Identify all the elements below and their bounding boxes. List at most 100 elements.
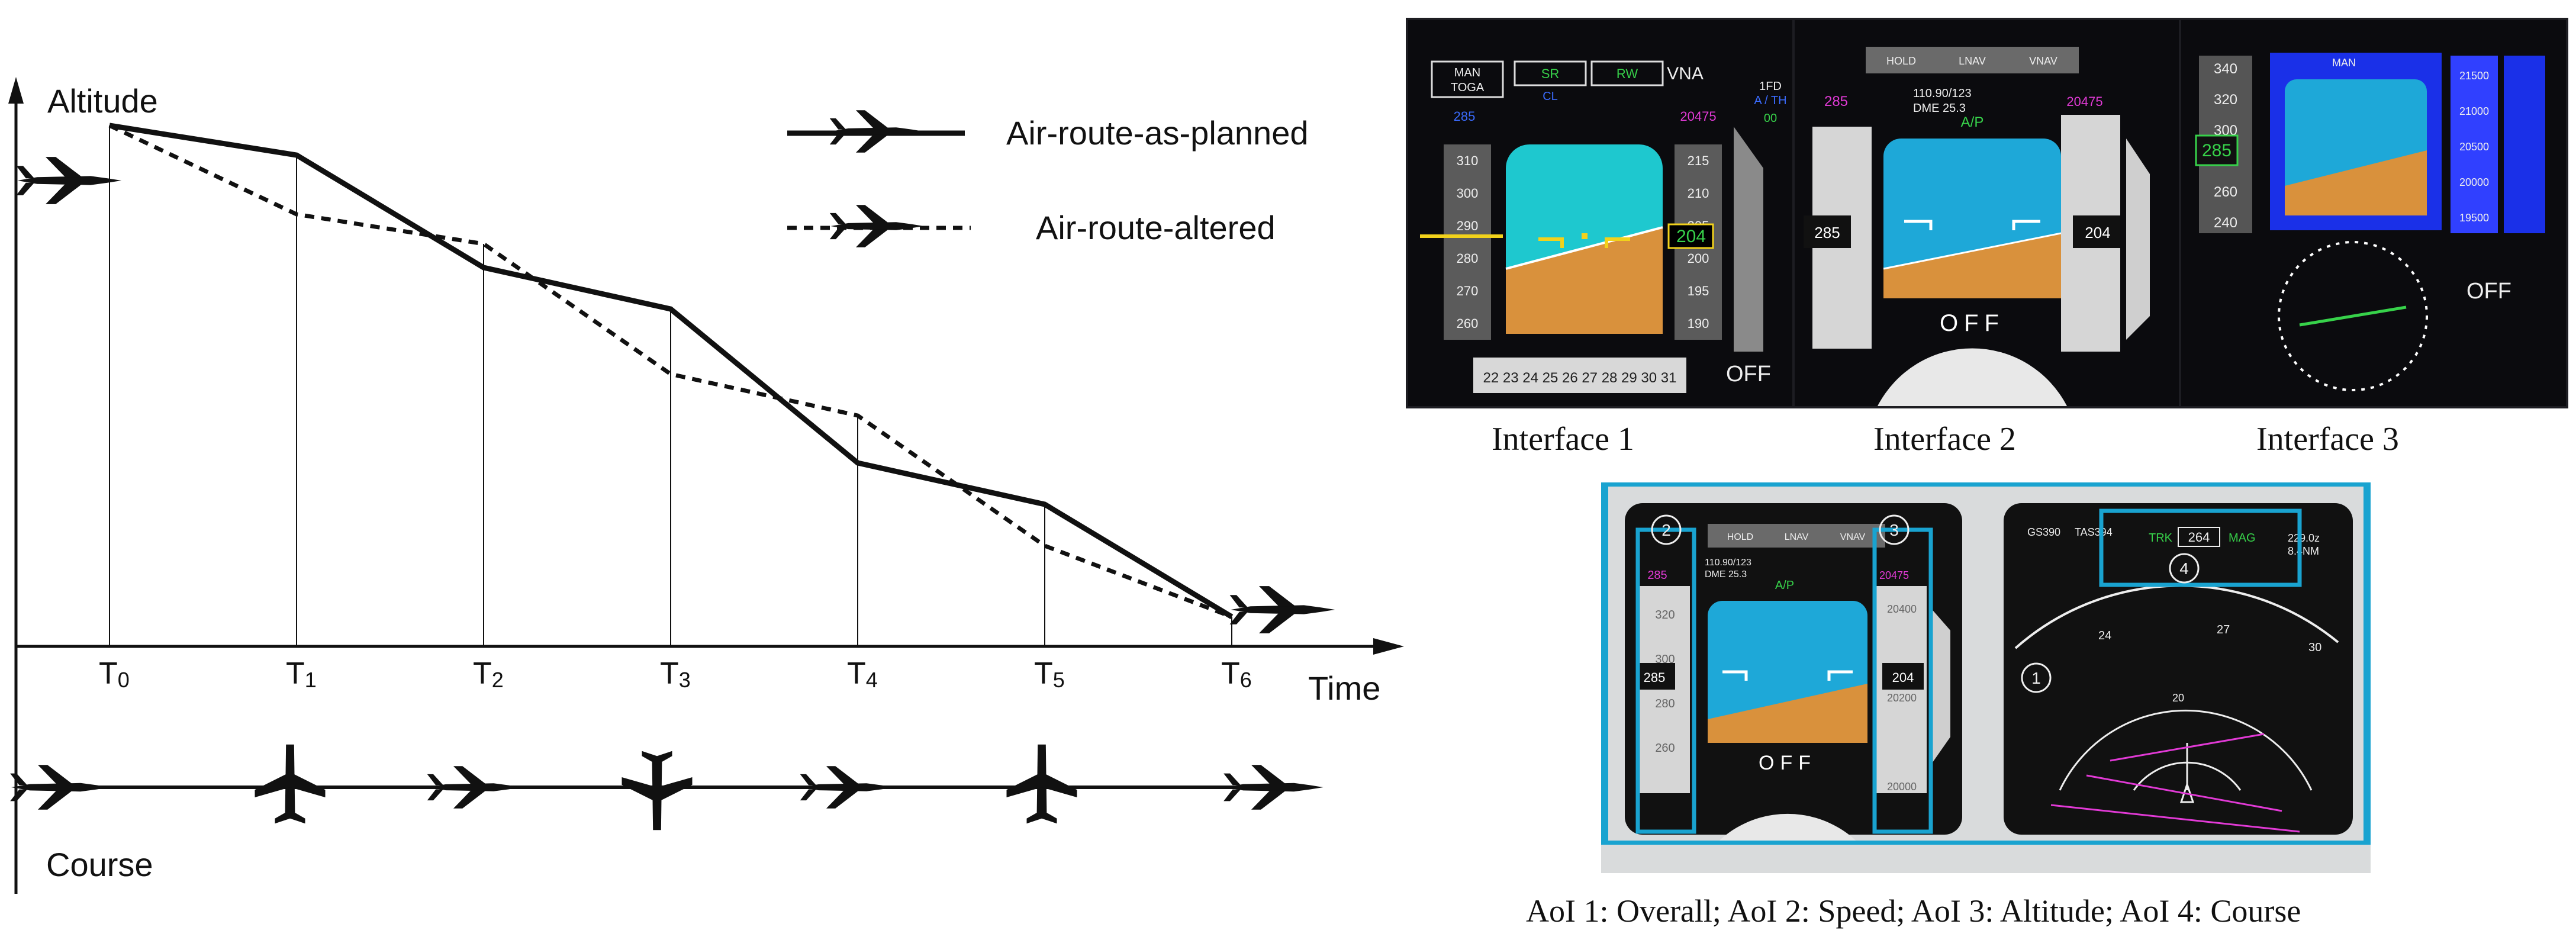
tape-label: 300 bbox=[1457, 186, 1479, 201]
svg-text:20475: 20475 bbox=[1879, 569, 1909, 581]
course-plane-icon bbox=[255, 744, 326, 824]
course-plane-icon bbox=[800, 766, 894, 809]
svg-text:110.90/123: 110.90/123 bbox=[1705, 558, 1751, 568]
tape-label: 190 bbox=[1688, 316, 1709, 331]
svg-text:TRK: TRK bbox=[2149, 532, 2173, 545]
time-tick-label: T0 bbox=[99, 656, 130, 692]
tape-label: 200 bbox=[1688, 251, 1709, 266]
tape-label: 280 bbox=[1457, 251, 1479, 266]
svg-text:TOGA: TOGA bbox=[1451, 81, 1485, 94]
tape-label: 21500 bbox=[2459, 70, 2489, 82]
interface-3-panel: 340320300280260240 285 MAN 2150021000205… bbox=[2179, 18, 2568, 408]
tape-label: 21000 bbox=[2459, 105, 2489, 117]
svg-text:HOLD: HOLD bbox=[1727, 532, 1753, 542]
aoi-3-frame bbox=[1872, 527, 1933, 834]
tape-label: 270 bbox=[1457, 284, 1479, 298]
off-label: OFF bbox=[2466, 279, 2511, 304]
time-tick-label: T1 bbox=[286, 656, 317, 692]
off-label: OFF bbox=[1940, 310, 2005, 336]
sel-alt: 20475 bbox=[2066, 94, 2102, 109]
x-axis-label: Time bbox=[1308, 669, 1380, 707]
tape-label: 210 bbox=[1688, 186, 1709, 201]
tape-label: 320 bbox=[1655, 609, 1675, 622]
sel-alt: 20475 bbox=[1680, 109, 1716, 124]
legend-planned-label: Air-route-as-planned bbox=[1006, 114, 1308, 152]
legend-plane-icon bbox=[829, 110, 924, 153]
svg-text:27: 27 bbox=[2217, 623, 2230, 636]
svg-text:TAS394: TAS394 bbox=[2075, 526, 2113, 538]
svg-text:4: 4 bbox=[2179, 559, 2189, 578]
x-axis-arrow bbox=[1373, 638, 1404, 655]
interface-2-panel: HOLD LNAV VNAV 110.90/123 DME 25.3 A/P 2… bbox=[1792, 18, 2184, 408]
tape-label: 340 bbox=[2214, 61, 2237, 77]
tape-label: 300 bbox=[1655, 653, 1675, 666]
course-plane-icon bbox=[622, 751, 693, 830]
sel-speed: 285 bbox=[1454, 109, 1476, 124]
svg-text:OFF: OFF bbox=[1759, 752, 1817, 774]
btn-vnav: VNAV bbox=[2029, 55, 2057, 67]
altered-route-line bbox=[108, 123, 1233, 619]
svg-text:1: 1 bbox=[2031, 669, 2041, 687]
sel-speed: 285 bbox=[1824, 94, 1848, 110]
fma-1fd: 1FD bbox=[1759, 80, 1782, 93]
svg-text:285: 285 bbox=[1644, 670, 1666, 685]
interface-3-caption: Interface 3 bbox=[2256, 421, 2399, 458]
heading-scale: 22 23 24 25 26 27 28 29 30 31 bbox=[1483, 370, 1677, 386]
tape-label: 215 bbox=[1688, 153, 1709, 168]
btn-hold: HOLD bbox=[1886, 55, 1916, 67]
aoi-marker: 2 bbox=[1651, 514, 1682, 545]
tape-label: 260 bbox=[1655, 742, 1675, 755]
svg-text:MAG: MAG bbox=[2229, 532, 2256, 545]
fma-rw: RW bbox=[1617, 66, 1638, 81]
aoi-marker: 3 bbox=[1879, 514, 1910, 545]
time-tick-label: T2 bbox=[473, 656, 504, 692]
flight-profile-diagram: Altitude Time Course Air-route-as-planne… bbox=[8, 77, 1404, 894]
aoi-2-frame bbox=[1635, 527, 1696, 834]
svg-text:204: 204 bbox=[1892, 670, 1914, 685]
svg-text:3: 3 bbox=[1889, 521, 1899, 539]
tape-label: 20000 bbox=[2459, 176, 2489, 188]
nav-dme: DME 25.3 bbox=[1913, 102, 1966, 115]
aoi-marker: 4 bbox=[2169, 553, 2200, 584]
course-plane-icon bbox=[1006, 744, 1077, 824]
tape-label: 20000 bbox=[1887, 781, 1917, 793]
svg-text:GS390: GS390 bbox=[2027, 526, 2060, 538]
tape-label: 20200 bbox=[1887, 692, 1917, 704]
legend-plane-icon bbox=[829, 205, 924, 247]
course-plane-icon bbox=[10, 765, 110, 810]
svg-text:00: 00 bbox=[1764, 112, 1777, 125]
btn-lnav: LNAV bbox=[1959, 55, 1986, 67]
cur-speed: 285 bbox=[1814, 224, 1840, 242]
cur-alt: 204 bbox=[2085, 224, 2110, 242]
end-plane-icon bbox=[1229, 586, 1335, 633]
fma-man-toga: MAN bbox=[1454, 66, 1480, 79]
aoi-4-frame bbox=[2099, 508, 2302, 587]
time-tick-label: T4 bbox=[847, 656, 878, 692]
start-plane-icon bbox=[16, 157, 122, 204]
tape-label: 20500 bbox=[2459, 141, 2489, 153]
cur-alt: 204 bbox=[1676, 227, 1706, 246]
tape-label: 310 bbox=[1457, 153, 1479, 168]
interface-2-caption: Interface 2 bbox=[1873, 421, 2016, 458]
fma-cl: CL bbox=[1543, 90, 1558, 103]
svg-text:20: 20 bbox=[2172, 692, 2184, 704]
aoi-screenshot: HOLD LNAV VNAV 110.90/123 DME 25.3 A/P 2… bbox=[1601, 482, 2371, 873]
time-tick-label: T3 bbox=[660, 656, 691, 692]
tape-label: 320 bbox=[2214, 92, 2237, 108]
interface-1-caption: Interface 1 bbox=[1492, 421, 1634, 458]
svg-text:229.0z: 229.0z bbox=[2288, 532, 2320, 544]
tape-label: 280 bbox=[1655, 697, 1675, 710]
y-axis-arrow bbox=[8, 77, 24, 104]
tape-label: 19500 bbox=[2459, 212, 2489, 224]
course-label: Course bbox=[46, 846, 153, 883]
svg-text:A/P: A/P bbox=[1775, 579, 1794, 592]
tape-label: 20400 bbox=[1887, 603, 1917, 615]
svg-text:8.4NM: 8.4NM bbox=[2288, 545, 2319, 557]
fma-vna: VNA bbox=[1667, 64, 1704, 83]
tape-label: 240 bbox=[2214, 215, 2237, 231]
off-label: OFF bbox=[1726, 362, 1771, 387]
time-tick-label: T6 bbox=[1221, 656, 1252, 692]
svg-text:24: 24 bbox=[2098, 629, 2111, 642]
tape-label: 260 bbox=[1457, 316, 1479, 331]
ap-label: A/P bbox=[1961, 114, 1984, 130]
